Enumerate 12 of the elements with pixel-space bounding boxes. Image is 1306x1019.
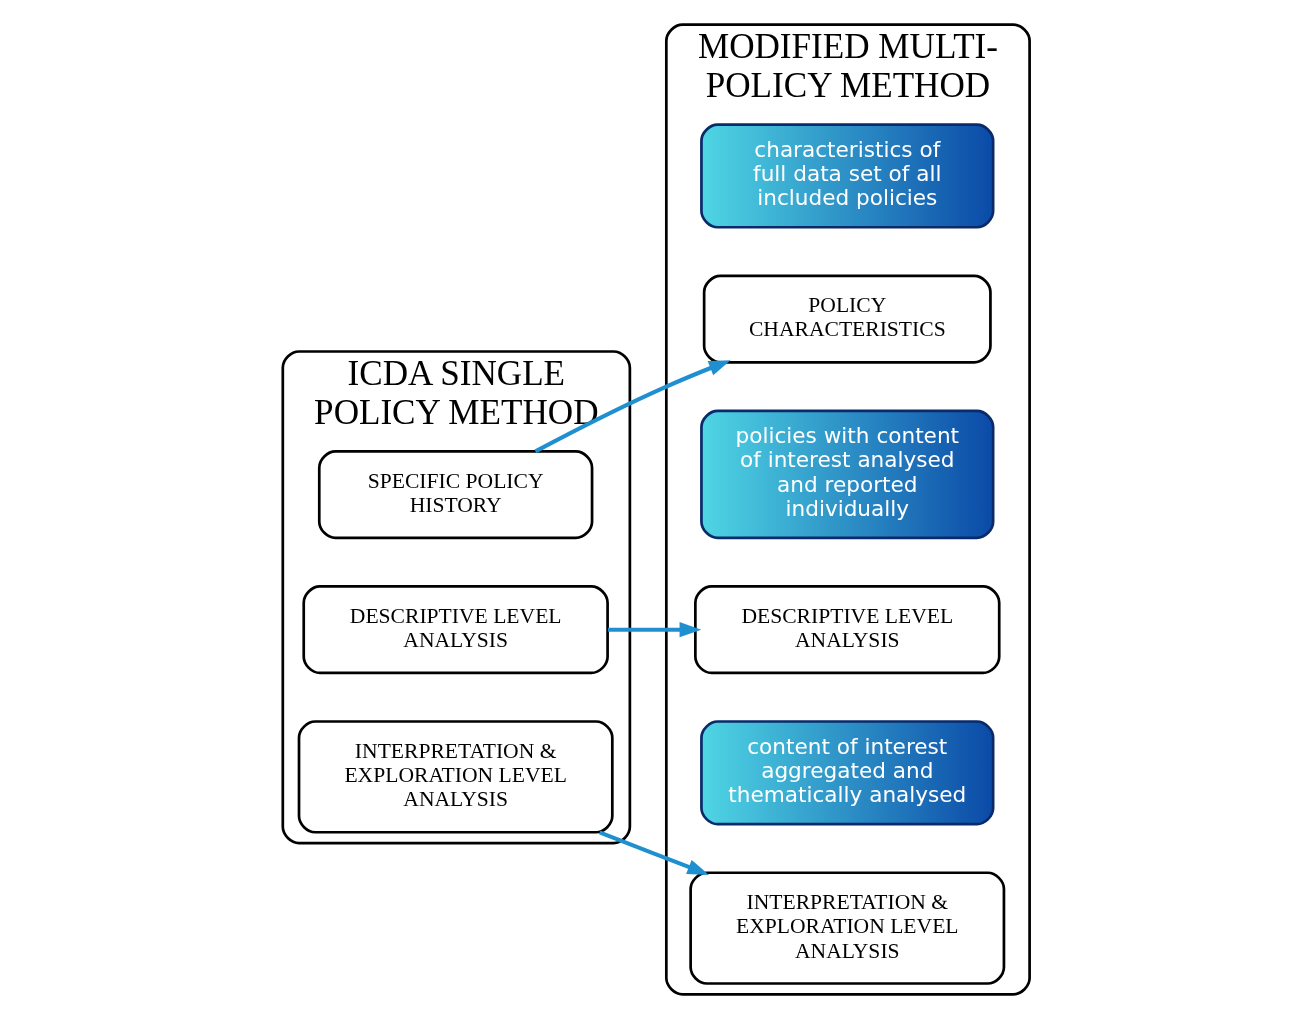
node-box: content of interest aggregated and thematically analysed	[699, 720, 994, 826]
arrow	[534, 360, 731, 454]
arrow	[598, 830, 709, 875]
node-box: INTERPRETATION & EXPLORATION LEVEL ANALYSIS	[688, 871, 1005, 985]
node-box: SPECIFIC POLICY HISTORY	[317, 450, 593, 540]
arrow	[607, 622, 701, 638]
node-box: POLICY CHARACTERISTICS	[702, 274, 992, 364]
node-box: DESCRIPTIVE LEVEL ANALYSIS	[301, 585, 609, 675]
node-box: DESCRIPTIVE LEVEL ANALYSIS	[693, 585, 1001, 675]
node-box: INTERPRETATION & EXPLORATION LEVEL ANALYSIS	[297, 720, 614, 834]
node-box: policies with content of interest analysed and reported individually	[699, 409, 994, 540]
node-box: characteristics of full data set of all included policies	[699, 123, 994, 229]
